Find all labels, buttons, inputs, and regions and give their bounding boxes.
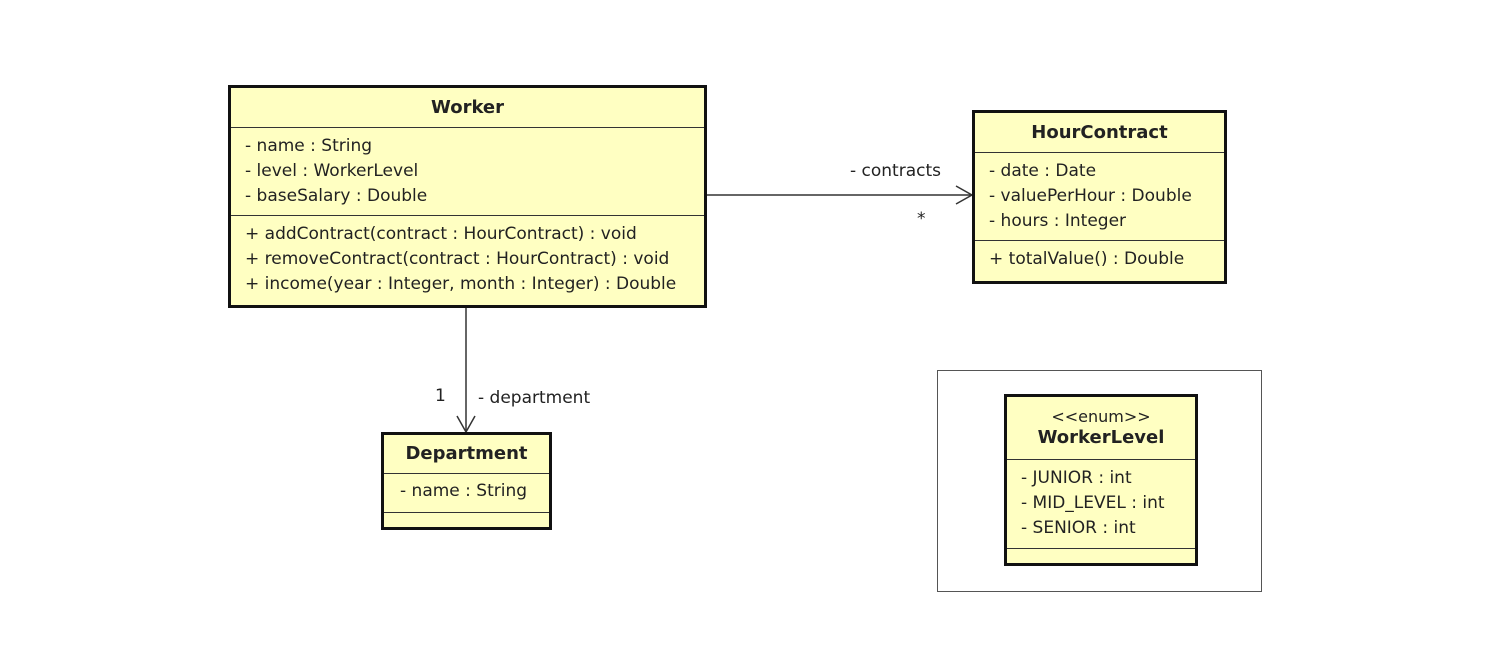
hour-contract-attributes: - date : Date - valuePerHour : Double - … <box>975 153 1224 241</box>
hour-contract-class-name: HourContract <box>1031 122 1168 143</box>
worker-level-literals: - JUNIOR : int - MID_LEVEL : int - SENIO… <box>1007 460 1195 549</box>
enum-stereotype: <<enum>> <box>1051 407 1151 426</box>
worker-class-header: Worker <box>231 88 704 128</box>
hour-contract-attribute: - hours : Integer <box>989 211 1127 231</box>
worker-class-name: Worker <box>430 97 505 118</box>
worker-operation: + removeContract(contract : HourContract… <box>245 249 670 269</box>
worker-operation: + income(year : Integer, month : Integer… <box>245 274 677 294</box>
worker-attribute: - baseSalary : Double <box>245 186 428 206</box>
worker-level-name: WorkerLevel <box>1037 427 1165 448</box>
worker-level-enum[interactable]: <<enum>> WorkerLevel - JUNIOR : int - MI… <box>1004 394 1198 566</box>
worker-attribute: - level : WorkerLevel <box>245 161 419 181</box>
worker-attributes: - name : String - level : WorkerLevel - … <box>231 128 704 216</box>
department-attributes: - name : String <box>384 474 549 513</box>
enum-literal: - MID_LEVEL : int <box>1021 493 1165 513</box>
department-class-header: Department <box>384 435 549 474</box>
department-class[interactable]: Department - name : String <box>381 432 552 530</box>
hour-contract-class[interactable]: HourContract - date : Date - valuePerHou… <box>972 110 1227 284</box>
worker-attribute: - name : String <box>245 136 373 156</box>
enum-literal: - JUNIOR : int <box>1021 468 1132 488</box>
department-class-name: Department <box>405 443 528 464</box>
worker-operations: + addContract(contract : HourContract) :… <box>231 216 704 303</box>
hour-contract-attribute: - date : Date <box>989 161 1097 181</box>
department-multiplicity-label: 1 <box>435 386 446 406</box>
hour-contract-attribute: - valuePerHour : Double <box>989 186 1192 206</box>
contracts-role-label: - contracts <box>850 161 942 181</box>
department-role-label: - department <box>478 388 591 408</box>
enum-container-frame <box>937 370 1262 592</box>
hour-contract-operations: + totalValue() : Double <box>975 241 1224 278</box>
department-attribute: - name : String <box>400 481 528 501</box>
hour-contract-class-header: HourContract <box>975 113 1224 153</box>
enum-literal: - SENIOR : int <box>1021 518 1136 538</box>
hour-contract-operation: + totalValue() : Double <box>989 249 1185 269</box>
worker-operation: + addContract(contract : HourContract) :… <box>245 224 637 244</box>
worker-level-header: <<enum>> WorkerLevel <box>1007 397 1195 460</box>
worker-class[interactable]: Worker - name : String - level : WorkerL… <box>228 85 707 308</box>
contracts-multiplicity-label: * <box>917 209 926 229</box>
